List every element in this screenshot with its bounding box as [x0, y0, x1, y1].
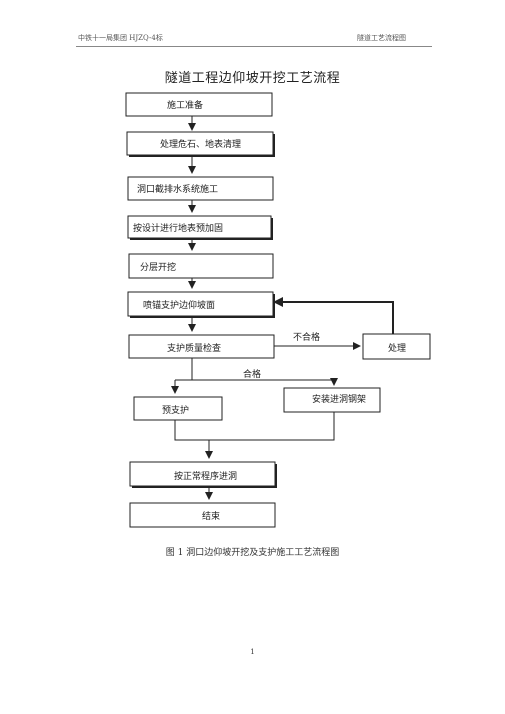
process-text: 处理 [388, 342, 406, 354]
loop-back-arrowhead [273, 297, 283, 307]
page-number: 1 [250, 648, 255, 656]
step-reinforce-text: 按设计进行地表预加固 [133, 222, 223, 234]
pre-support-box [133, 396, 223, 421]
header-left-text: 中铁十一局集团 HJZQ-4标 [78, 34, 163, 42]
step-box-shotcrete [127, 291, 274, 317]
end-box [129, 502, 276, 528]
step-box-drainage [127, 176, 274, 201]
header-rule [76, 46, 432, 47]
diagram-title: 隧道工程边仰坡开挖工艺流程 [164, 71, 341, 86]
figure-caption: 图 1 洞口边仰坡开挖及支护施工工艺流程图 [165, 548, 340, 558]
loop-back-line [280, 301, 394, 334]
step-box-enter [129, 461, 276, 487]
end-text: 结束 [202, 510, 220, 522]
label-fail: 不合格 [293, 331, 320, 343]
step-clear-text: 处理危石、地表清理 [160, 138, 241, 150]
header-right-text: 隧道工艺流程图 [357, 34, 406, 42]
merge-line [174, 412, 335, 441]
step-inspect-text: 支护质量检查 [167, 342, 221, 354]
step-shotcrete-text: 喷锚支护边仰坡面 [143, 299, 215, 311]
step-box-reinforce [127, 215, 272, 239]
pre-support-text: 预支护 [162, 404, 189, 416]
step-box-clear [126, 131, 274, 156]
step-box-excavate [128, 253, 274, 279]
process-box [362, 333, 431, 360]
arch-text: 安装进洞钢架 [312, 393, 366, 405]
step-excavate-text: 分层开挖 [140, 261, 176, 273]
step-enter-text: 按正常程序进洞 [174, 470, 237, 482]
step-prepare-text: 施工准备 [167, 99, 203, 111]
arch-box [283, 387, 381, 413]
label-pass: 合格 [243, 368, 261, 380]
step-drainage-text: 洞口截排水系统施工 [137, 183, 218, 195]
step-box-prepare [125, 92, 273, 117]
